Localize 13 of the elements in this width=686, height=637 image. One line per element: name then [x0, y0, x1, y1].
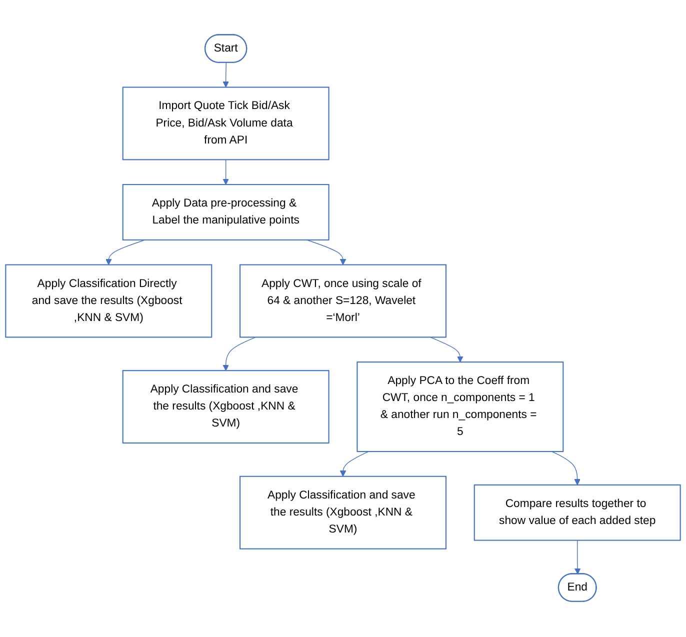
node-box: Import Quote Tick Bid/Ask Price, Bid/Ask Volume data from API [122, 87, 330, 161]
node-box: Compare results together to show value of each added step [474, 484, 681, 542]
arrow [340, 452, 369, 478]
arrow [222, 160, 229, 186]
node-box: Apply PCA to the Coeff from CWT, once n_components = 1 & another run n_components = 5 [356, 362, 564, 453]
arrow [574, 540, 581, 575]
arrow [552, 452, 580, 486]
node-box: Apply CWT, once using scale of 64 & another S=128, Wavelet =‘Morl’ [240, 264, 446, 338]
node-box: Apply Classification and save the results (Xgboost ,KNN & SVM) [240, 476, 446, 550]
node-box: Apply Classification and save the results (Xgboost ,KNN & SVM) [122, 370, 330, 444]
node-box: Apply Data pre-processing & Label the manipulative points [122, 184, 330, 241]
arrow [222, 62, 229, 88]
node-box: Apply Classification Directly and save the results (Xgboost ,KNN & SVM) [5, 264, 212, 338]
